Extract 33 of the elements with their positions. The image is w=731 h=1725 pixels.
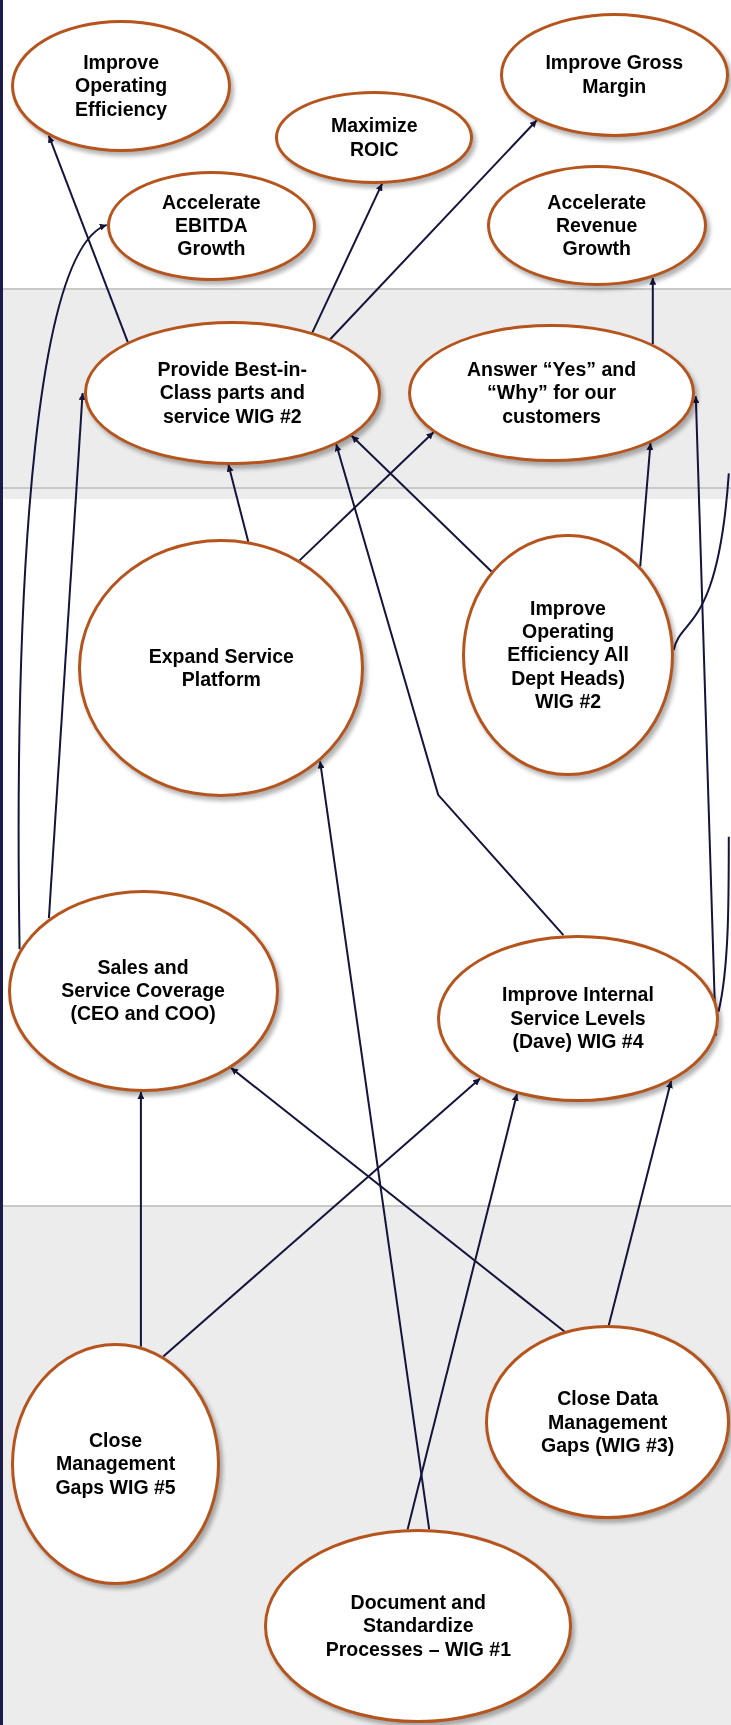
arrow	[406, 1092, 519, 1531]
arrow	[47, 134, 129, 344]
connector-line	[672, 472, 730, 651]
arrow	[298, 431, 435, 562]
node-text: Provide Best-in-Class parts and service WIG #2	[156, 357, 309, 429]
arrow	[17, 223, 108, 951]
node-text: Improve Operating Efficiency All Dept Heads) WIG #2	[506, 596, 630, 714]
arrow	[317, 760, 431, 1531]
arrow	[47, 392, 86, 920]
arrow	[329, 119, 538, 341]
arrow	[137, 1091, 145, 1348]
node-text: Document and Standardize Processes – WIG #1	[324, 1590, 512, 1662]
arrow	[607, 1080, 673, 1327]
connector-line	[717, 835, 730, 1013]
arrow	[226, 463, 250, 543]
node-text: Close Data Management Gaps (WIG #3)	[540, 1387, 676, 1458]
node-text: Sales and Service Coverage (CEO and COO)	[61, 955, 226, 1026]
arrow	[649, 276, 657, 345]
arrow	[350, 434, 493, 573]
node-text: Maximize ROIC	[329, 114, 419, 161]
node-text: Expand Service Platform	[147, 644, 295, 692]
arrow	[311, 182, 384, 334]
node-text: Accelerate EBITDA Growth	[161, 190, 262, 261]
arrow	[334, 443, 565, 937]
node-text: Improve Operating Efficiency	[74, 50, 169, 121]
node-text: Close Management Gaps WIG #5	[54, 1429, 177, 1500]
arrow	[639, 442, 654, 568]
arrow	[230, 1066, 566, 1333]
node-text: Answer “Yes” and “Why” for our customers	[466, 357, 638, 429]
node-text: Accelerate Revenue Growth	[546, 190, 647, 261]
arrow	[162, 1077, 482, 1358]
node-text: Improve Gross Margin	[545, 51, 684, 99]
node-text: Improve Internal Service Levels (Dave) WIG #4	[501, 983, 655, 1054]
